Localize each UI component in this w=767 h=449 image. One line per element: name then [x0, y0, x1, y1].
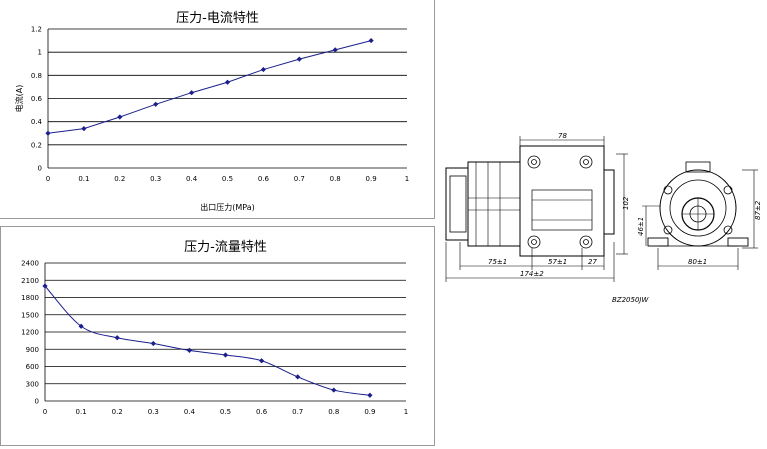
x-tick-label: 0.9: [366, 175, 377, 183]
x-tick-label: 0.4: [186, 175, 198, 183]
x-tick-label: 0.7: [294, 175, 305, 183]
series-line: [44, 285, 370, 396]
x-tick-label: 0.3: [150, 175, 161, 183]
y-tick-label: 2100: [21, 277, 39, 285]
x-tick-label: 0.2: [114, 175, 125, 183]
dim-top-label: 78: [558, 132, 567, 140]
series-line: [47, 40, 372, 134]
data-point: [150, 340, 156, 347]
dim-mid-label: 57±1: [548, 258, 567, 266]
data-point: [295, 374, 301, 380]
chart-title: 压力-电流特性: [176, 11, 259, 26]
x-tick-label: 0.6: [256, 408, 268, 416]
dim-side-height-label: 87±2: [754, 200, 762, 220]
y-tick-label: 0.8: [31, 72, 42, 80]
data-point: [259, 358, 265, 364]
data-point: [42, 283, 48, 289]
data-point: [186, 347, 192, 353]
flow-chart: 压力-流量特性 0 300 600 900 1200 1500 1800 2100 2400 0 0.…: [21, 240, 408, 416]
y-tick-label: 1200: [21, 329, 39, 337]
x-tick-label: 0.8: [330, 175, 341, 183]
x-tick-label: 0.7: [292, 408, 303, 416]
y-tick-label: 1: [38, 49, 42, 57]
data-point: [222, 352, 229, 358]
model-label: BZ2050JW: [612, 296, 649, 304]
y-tick-label: 1.2: [31, 26, 42, 34]
dim-height-label: 102: [622, 196, 630, 210]
data-point: [367, 392, 373, 398]
pump-front-view: 78 102 75±1 57±1 27 174±2: [445, 132, 630, 282]
data-point: [331, 387, 337, 393]
data-point: [78, 323, 84, 329]
y-tick-label: 0.4: [31, 118, 43, 126]
data-point: [260, 66, 266, 73]
data-point: [332, 47, 338, 53]
dim-left-label: 75±1: [488, 258, 507, 266]
x-tick-label: 0.9: [364, 408, 375, 416]
x-tick-label: 0.5: [220, 408, 231, 416]
data-point: [224, 79, 231, 85]
data-point: [45, 130, 51, 136]
chart-title: 压力-流量特性: [184, 240, 267, 255]
y-tick-label: 2400: [21, 260, 39, 268]
data-point: [296, 56, 302, 62]
flow-chart-panel: 压力-流量特性 0 300 600 900 1200 1500 1800 2100 2400 0 0.…: [0, 226, 435, 446]
y-tick-label: 0.6: [31, 95, 43, 103]
dim-side-width-label: 80±1: [688, 258, 707, 266]
data-point: [368, 37, 374, 44]
x-tick-label: 0.1: [78, 175, 89, 183]
x-tick-label: 0.1: [76, 408, 87, 416]
current-chart: 压力-电流特性 0 0.2 0.4 0.6 0.8 1 1.2 0 0.1 0.2 0.3 0.4 0.5…: [14, 11, 409, 212]
y-tick-label: 1500: [21, 311, 39, 319]
x-tick-label: 1: [405, 175, 409, 183]
pump-dimension-drawing: 78 102 75±1 57±1 27 174±2: [445, 132, 762, 304]
x-tick-label: 0.3: [148, 408, 159, 416]
x-axis-label: 出口压力(MPa): [200, 202, 255, 212]
x-tick-label: 0.8: [328, 408, 339, 416]
y-tick-label: 300: [26, 380, 39, 388]
data-point: [114, 335, 120, 341]
x-tick-label: 0: [43, 408, 47, 416]
data-point: [117, 114, 123, 120]
y-tick-label: 0: [38, 165, 42, 173]
pump-side-view: 87±2 46±1 80±1: [637, 161, 762, 270]
y-tick-label: 600: [26, 363, 39, 371]
dim-total-label: 174±2: [520, 270, 544, 278]
y-tick-label: 0.2: [31, 141, 42, 149]
x-tick-label: 1: [404, 408, 408, 416]
y-axis-label: 电流(A): [14, 85, 24, 113]
dim-right-label: 27: [588, 258, 597, 266]
x-tick-label: 0.5: [222, 175, 233, 183]
y-tick-label: 0: [35, 398, 39, 406]
x-tick-label: 0.4: [184, 408, 196, 416]
data-point: [189, 90, 195, 96]
dim-side-inner-label: 46±1: [637, 217, 645, 236]
data-point: [153, 101, 159, 107]
y-tick-label: 1800: [21, 294, 39, 302]
x-tick-label: 0: [46, 175, 50, 183]
x-tick-label: 0.6: [258, 175, 270, 183]
current-chart-panel: 压力-电流特性 0 0.2 0.4 0.6 0.8 1 1.2 0 0.1 0.2 0.3 0.4 0.5…: [0, 0, 435, 219]
x-tick-label: 0.2: [112, 408, 123, 416]
y-tick-label: 900: [26, 346, 39, 354]
data-point: [81, 126, 87, 132]
